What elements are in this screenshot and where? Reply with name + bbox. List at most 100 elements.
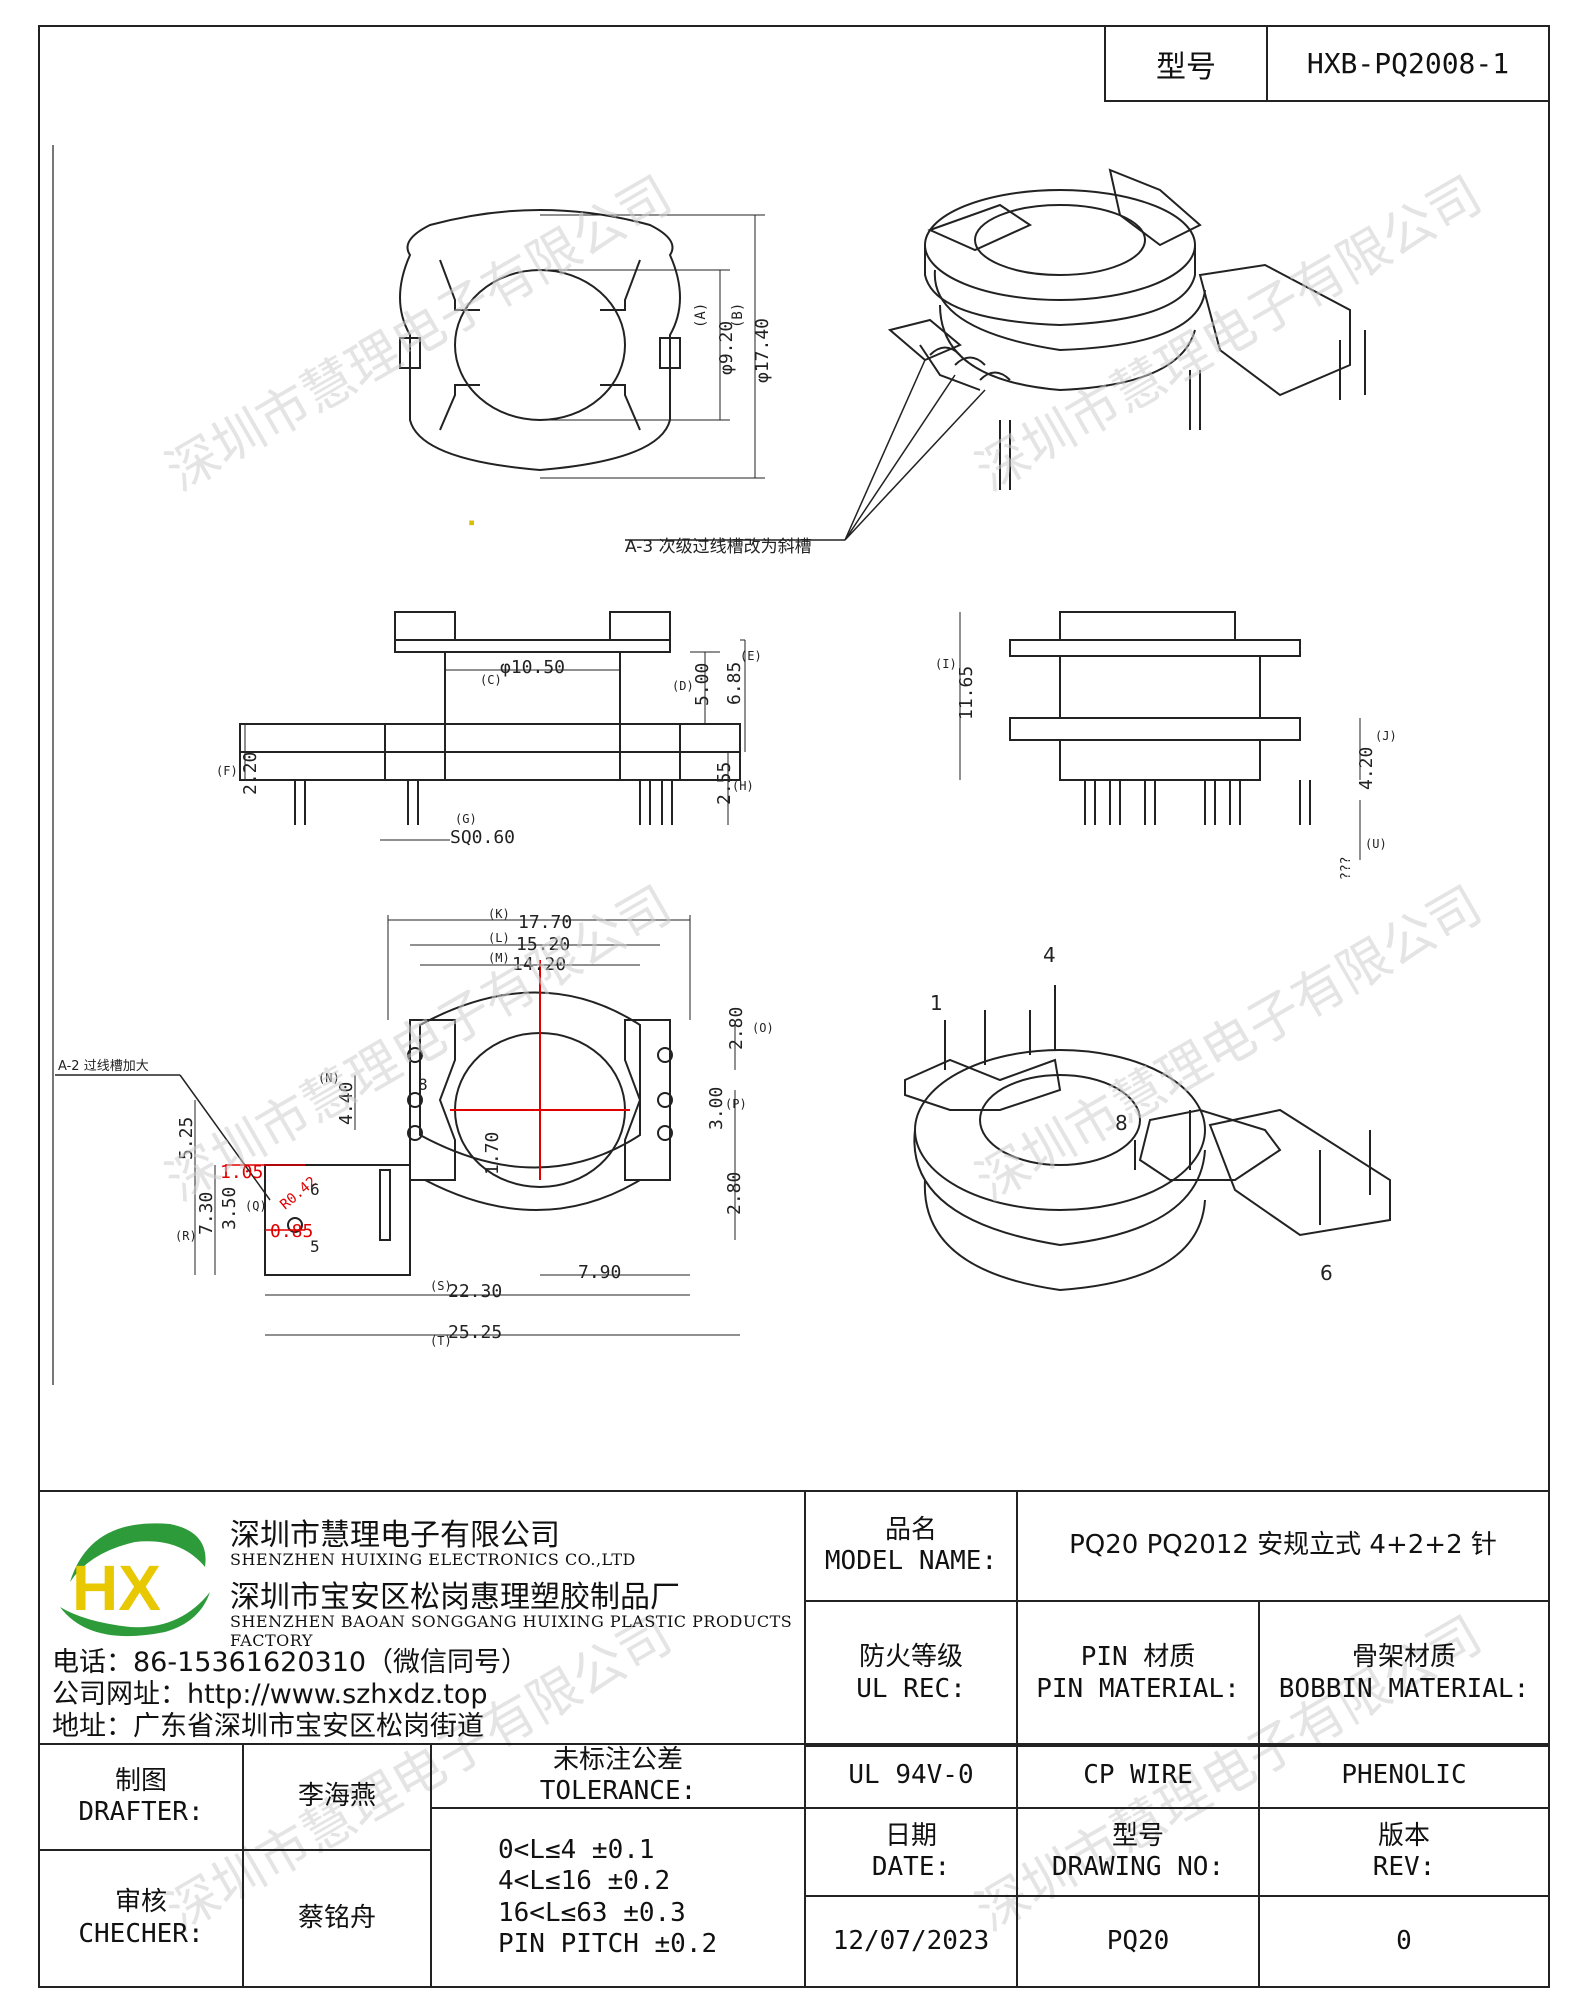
dim-105-value: 1.05 xyxy=(220,1162,263,1183)
dim-g-tag: (G) xyxy=(455,812,477,826)
dim-j-value: 4.20 xyxy=(1356,747,1377,790)
bobbin-material-label-en: BOBBIN MATERIAL: xyxy=(1278,1673,1530,1704)
drafter-label-cn: 制图 xyxy=(114,1765,167,1796)
dim-t-value: 25.25 xyxy=(448,1322,502,1343)
yellow-mark: ▪ xyxy=(468,515,475,529)
dim-o-tag: (O) xyxy=(752,1021,774,1035)
dim-l-tag: (L) xyxy=(488,931,510,945)
drawing-no-value-cell: PQ20 xyxy=(1016,1895,1260,1988)
dim-m-tag: (M) xyxy=(488,951,510,965)
rev-value: 0 xyxy=(1396,1925,1412,1956)
dim-o2-value: 2.80 xyxy=(724,1172,745,1215)
company-name-cn: 深圳市慧理电子有限公司 xyxy=(230,1518,560,1553)
dim-t-tag: (T) xyxy=(430,1334,452,1348)
bottom-pin-8: 8 xyxy=(418,1075,428,1094)
top-view xyxy=(399,209,765,479)
iso-pin-4: 4 xyxy=(1043,943,1056,967)
drafter-label-cell: 制图 DRAFTER: xyxy=(38,1743,244,1851)
dim-o-value: 2.80 xyxy=(726,1007,747,1050)
dim-170-value: 1.70 xyxy=(482,1132,503,1175)
rev-value-cell: 0 xyxy=(1258,1895,1550,1988)
bobbin-material-label-cn: 骨架材质 xyxy=(1351,1642,1456,1673)
model-header-box: 型号 HXB-PQ2008-1 xyxy=(1104,25,1550,102)
dim-a-value: φ9.20 xyxy=(716,321,737,375)
drafter-label-en: DRAFTER: xyxy=(78,1797,204,1827)
drawing-no-label-cell: 型号 DRAWING NO: xyxy=(1016,1807,1260,1897)
drawing-no-label-cn: 型号 xyxy=(1111,1820,1164,1851)
fire-rating-value: UL 94V-0 xyxy=(848,1760,974,1791)
date-label-cn: 日期 xyxy=(884,1820,937,1851)
iso-pin-6: 6 xyxy=(1320,1261,1333,1285)
date-value: 12/07/2023 xyxy=(832,1925,990,1956)
dim-a-tag: (A) xyxy=(693,303,709,328)
dim-e-value: 6.85 xyxy=(724,662,745,705)
iso-view-top xyxy=(625,168,1366,541)
model-name-label-cn: 品名 xyxy=(884,1514,937,1545)
dim-790-value: 7.90 xyxy=(578,1262,621,1283)
dim-u-value: ??? xyxy=(1339,857,1354,880)
bobbin-material-value-cell: PHENOLIC xyxy=(1258,1743,1550,1809)
bottom-view xyxy=(55,915,740,1336)
iso-view-bottom xyxy=(904,985,1391,1292)
pin-material-value-cell: CP WIRE xyxy=(1016,1743,1260,1809)
bobbin-material-value: PHENOLIC xyxy=(1341,1760,1467,1791)
title-block: HX 深圳市慧理电子有限公司 SHENZHEN HUIXING ELECTRON… xyxy=(38,1490,1550,1988)
dim-i-tag: (I) xyxy=(935,657,957,671)
checker-label-en: CHECHER: xyxy=(78,1918,204,1949)
company-logo: HX xyxy=(60,1523,210,1637)
date-label-en: DATE: xyxy=(871,1852,951,1882)
dim-r-value: 7.30 xyxy=(196,1192,217,1235)
model-header-value: HXB-PQ2008-1 xyxy=(1306,47,1510,80)
dim-j-tag: (J) xyxy=(1375,729,1397,743)
fire-rating-label-cn: 防火等级 xyxy=(858,1642,963,1673)
model-name-label-cell: 品名 MODEL NAME: xyxy=(804,1490,1018,1602)
rev-label-cn: 版本 xyxy=(1377,1820,1430,1851)
company-phone: 电话：86-15361620310（微信同号） xyxy=(52,1647,529,1678)
dim-b-tag: (B) xyxy=(730,303,746,328)
tolerance-row: 4<L≤16 ±0.2 xyxy=(498,1866,671,1897)
tolerance-row: 0<L≤4 ±0.1 xyxy=(498,1835,655,1866)
fire-rating-label-cell: 防火等级 UL REC: xyxy=(804,1600,1018,1747)
pin-material-label-cell: PIN 材质 PIN MATERIAL: xyxy=(1016,1600,1260,1747)
dim-085-value: 0.85 xyxy=(270,1221,313,1242)
dim-g-value: SQ0.60 xyxy=(450,827,515,848)
dim-s-value: 22.30 xyxy=(448,1281,502,1302)
dim-m-value: 14.20 xyxy=(512,954,566,975)
dim-c-tag: (C) xyxy=(480,673,502,687)
dim-r-tag: (R) xyxy=(175,1229,197,1243)
bottom-pin-6: 6 xyxy=(310,1180,320,1199)
logo-text: HX xyxy=(72,1552,161,1624)
drawing-no-value: PQ20 xyxy=(1106,1925,1170,1956)
model-name-value: PQ20 PQ2012 安规立式 4+2+2 针 xyxy=(1069,1530,1497,1561)
pin-material-value: CP WIRE xyxy=(1083,1760,1193,1791)
dim-k-tag: (K) xyxy=(488,907,510,921)
model-name-value-cell: PQ20 PQ2012 安规立式 4+2+2 针 xyxy=(1016,1490,1550,1602)
dim-s-tag: (S) xyxy=(430,1279,452,1293)
fire-rating-value-cell: UL 94V-0 xyxy=(804,1743,1018,1809)
dim-q-value: 3.50 xyxy=(219,1187,240,1230)
tolerance-label-cell: 未标注公差 TOLERANCE: xyxy=(430,1743,806,1809)
dim-i-value: 11.65 xyxy=(956,666,977,720)
dim-e-tag: (E) xyxy=(740,649,762,663)
dim-525-value: 5.25 xyxy=(176,1117,197,1160)
company-address: 地址：广东省深圳市宝安区松岗街道 xyxy=(52,1711,484,1742)
pin-material-label-cn: PIN 材质 xyxy=(1080,1642,1196,1673)
pin-material-label-en: PIN MATERIAL: xyxy=(1036,1673,1240,1704)
tolerance-values-cell: 0<L≤4 ±0.1 4<L≤16 ±0.2 16<L≤63 ±0.3 PIN … xyxy=(430,1807,806,1988)
company-info-cell: HX 深圳市慧理电子有限公司 SHENZHEN HUIXING ELECTRON… xyxy=(38,1490,806,1745)
dim-k-value: 17.70 xyxy=(518,912,572,933)
factory-name-en: SHENZHEN BAOAN SONGGANG HUIXING PLASTIC … xyxy=(230,1612,793,1650)
tolerance-row: PIN PITCH ±0.2 xyxy=(498,1928,718,1959)
dim-l-value: 15.20 xyxy=(516,934,570,955)
dim-h-tag: (H) xyxy=(732,779,754,793)
iso-pin-1: 1 xyxy=(930,991,943,1015)
tolerance-label-en: TOLERANCE: xyxy=(539,1776,697,1806)
note-a3: A-3 次级过线槽改为斜槽 xyxy=(625,537,812,557)
dim-f-value: 2.20 xyxy=(240,752,261,795)
fire-rating-label-en: UL REC: xyxy=(856,1673,966,1704)
drafter-name-cell: 李海燕 xyxy=(242,1743,432,1851)
tolerance-row: 16<L≤63 ±0.3 xyxy=(498,1897,686,1928)
dim-q-tag: (Q) xyxy=(245,1199,267,1213)
company-name-en: SHENZHEN HUIXING ELECTRONICS CO.,LTD xyxy=(230,1550,636,1569)
